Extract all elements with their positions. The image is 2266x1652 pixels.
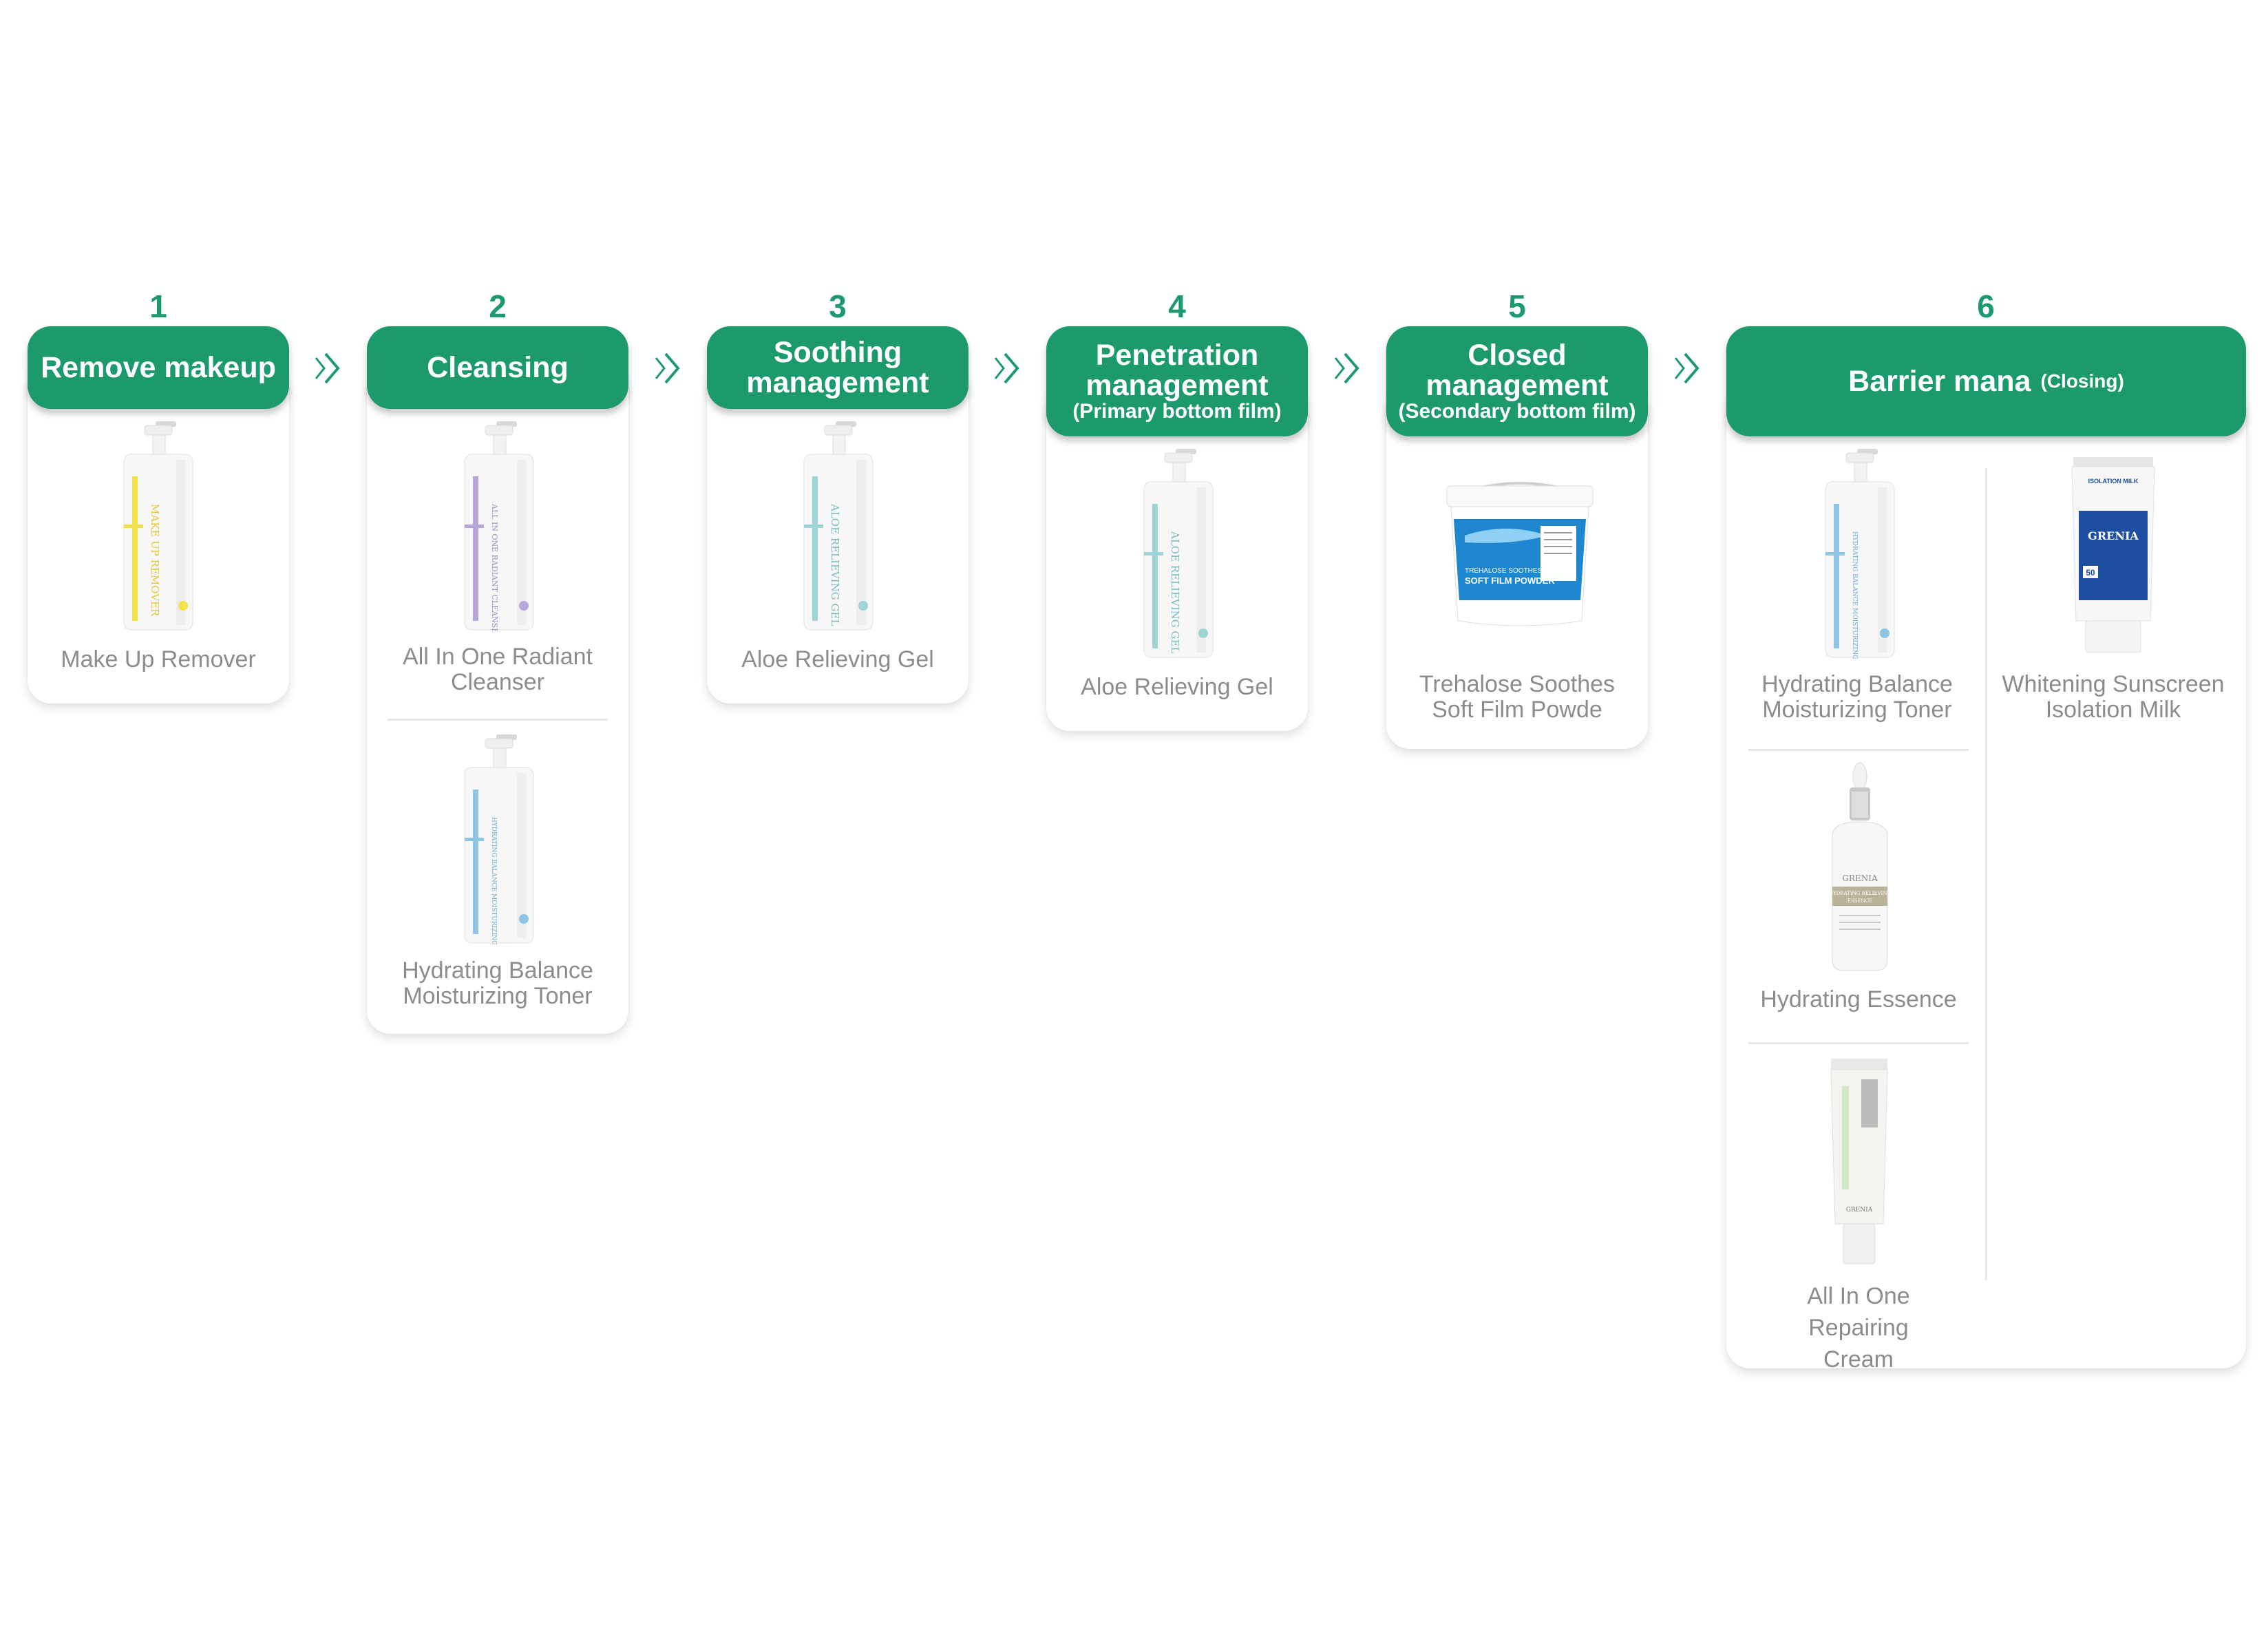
pump-bottle-blue-icon: HYDRATING BALANCE MOISTURIZING TONER	[1825, 449, 1895, 659]
svg-text:ESSENCE: ESSENCE	[1847, 898, 1872, 904]
pump-bottle-blue-icon: HYDRATING BALANCE MOISTURIZING TONER	[464, 734, 534, 944]
svg-text:HYDRATING BALANCE MOISTURIZING: HYDRATING BALANCE MOISTURIZING TONER	[1851, 531, 1858, 659]
chevron-right-icon	[1674, 352, 1700, 384]
step-2-number: 2	[489, 288, 507, 324]
step-5-number: 5	[1508, 288, 1526, 324]
step-6-number: 6	[1977, 288, 1995, 324]
step-4-header: Penetration management (Primary bottom f…	[1046, 326, 1308, 436]
svg-text:ALL IN ONE RADIANT CLEANSER: ALL IN ONE RADIANT CLEANSER	[490, 503, 499, 631]
svg-text:ISOLATION MILK: ISOLATION MILK	[2088, 478, 2139, 485]
step-6-divider-1	[1748, 749, 1969, 751]
svg-text:GRENIA: GRENIA	[2088, 529, 2139, 542]
pump-bottle-purple-icon: ALL IN ONE RADIANT CLEANSER	[464, 421, 534, 631]
product-label: All In One Repairing Cream	[1807, 1283, 1910, 1373]
step-5-header: Closed management (Secondary bottom film…	[1386, 326, 1648, 436]
step-1-number: 1	[149, 288, 167, 324]
powder-bucket-icon: TREHALOSE SOOTHES SOFT FILM POWDER	[1446, 482, 1593, 626]
step-4-number: 4	[1168, 288, 1186, 324]
step-6-subtitle: (Closing)	[2040, 370, 2124, 392]
svg-text:ALOE RELIEVING GEL: ALOE RELIEVING GEL	[1169, 531, 1181, 653]
svg-text:50: 50	[2086, 568, 2095, 578]
step-2-title: Cleansing	[427, 351, 569, 384]
chevron-right-icon	[1334, 352, 1359, 384]
step-1-header: Remove makeup	[28, 326, 289, 409]
step-4-title: Penetration management	[1086, 339, 1269, 402]
pump-bottle-yellow-icon: MAKE UP REMOVER	[123, 421, 193, 631]
svg-text:GRENIA: GRENIA	[1842, 873, 1878, 883]
svg-text:TREHALOSE SOOTHES: TREHALOSE SOOTHES	[1465, 567, 1543, 575]
sunscreen-tube-icon: ISOLATION MILK GRENIA 50	[2071, 457, 2155, 653]
step-3-number: 3	[829, 288, 847, 324]
step-5-subtitle: (Secondary bottom film)	[1398, 400, 1636, 423]
svg-text:ALOE RELIEVING GEL: ALOE RELIEVING GEL	[829, 503, 841, 626]
svg-text:GRENIA: GRENIA	[1846, 1207, 1873, 1214]
step-2-header: Cleansing	[367, 326, 628, 409]
step-6-column-divider	[1985, 468, 1987, 1280]
product-label: Whitening Sunscreen Isolation Milk	[2002, 671, 2225, 723]
chevron-right-icon	[655, 352, 680, 384]
step-4-subtitle: (Primary bottom film)	[1072, 400, 1282, 423]
dropper-bottle-icon: GRENIA HYDRATING RELIEVING ESSENCE	[1829, 762, 1892, 971]
step-2-divider	[388, 719, 608, 721]
product-label: Make Up Remover	[61, 646, 256, 673]
product-label: Aloe Relieving Gel	[741, 646, 934, 673]
product-label: Aloe Relieving Gel	[1081, 674, 1273, 700]
svg-text:MAKE UP REMOVER: MAKE UP REMOVER	[149, 504, 161, 617]
step-3-title: Soothing management	[746, 336, 929, 399]
cream-tube-icon: GRENIA	[1830, 1059, 1888, 1264]
svg-text:HYDRATING RELIEVING: HYDRATING RELIEVING	[1829, 891, 1892, 896]
step-6-title: Barrier mana	[1848, 365, 2031, 398]
product-label: Hydrating Balance Moisturizing Toner	[1761, 671, 1953, 723]
step-6-header: Barrier mana (Closing)	[1726, 326, 2246, 436]
chevron-right-icon	[315, 352, 340, 384]
pump-bottle-teal-icon: ALOE RELIEVING GEL	[803, 421, 873, 631]
product-label: Trehalose Soothes Soft Film Powde	[1419, 671, 1616, 723]
product-label: Hydrating Essence	[1760, 986, 1957, 1013]
step-1-title: Remove makeup	[41, 351, 276, 384]
step-6-divider-2	[1748, 1042, 1969, 1044]
product-label: Hydrating Balance Moisturizing Toner	[402, 957, 593, 1009]
step-3-header: Soothing management	[707, 326, 968, 409]
svg-text:SOFT FILM POWDER: SOFT FILM POWDER	[1465, 575, 1555, 586]
svg-text:HYDRATING BALANCE MOISTURIZING: HYDRATING BALANCE MOISTURIZING TONER	[490, 817, 497, 944]
chevron-right-icon	[994, 352, 1019, 384]
step-5-title: Closed management	[1426, 339, 1609, 402]
pump-bottle-teal-icon: ALOE RELIEVING GEL	[1143, 449, 1214, 658]
product-label: All In One Radiant Cleanser	[403, 644, 593, 695]
